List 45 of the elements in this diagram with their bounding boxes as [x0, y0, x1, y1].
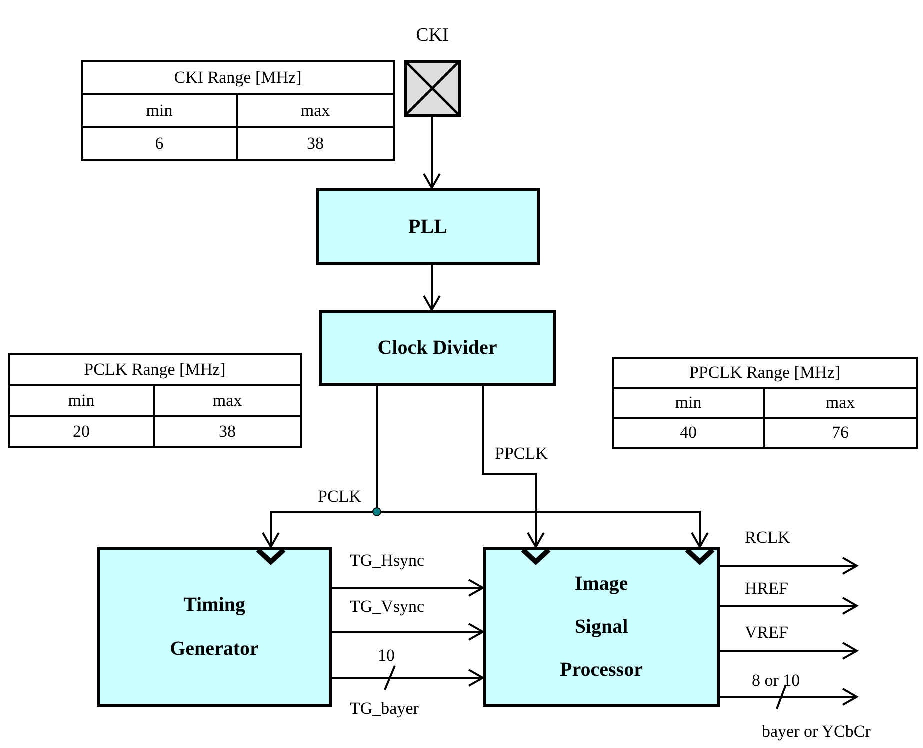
table-header-cell: PCLK Range [MHz]	[10, 355, 300, 386]
process-box	[316, 188, 540, 265]
table-cell-text: max	[824, 392, 856, 414]
edge-label: TG_bayer	[350, 698, 419, 720]
arrow	[423, 117, 441, 189]
arrow	[332, 579, 484, 597]
table-cell-text: 76	[831, 422, 850, 444]
arrow	[482, 386, 545, 548]
table-cell: 20	[10, 417, 155, 446]
edge-label: TG_Hsync	[350, 550, 425, 572]
table-cell-text: 38	[218, 420, 237, 443]
block-title: PLL	[408, 214, 448, 240]
edge-label: VREF	[745, 622, 788, 644]
process-box	[97, 547, 332, 707]
arrow	[423, 265, 441, 311]
bus-width-label: 8 or 10	[752, 670, 800, 692]
table-cell: min	[83, 95, 238, 126]
table-cell: 40	[614, 419, 765, 447]
block-title: Image Signal Processor	[559, 572, 644, 682]
table-header-cell: PPCLK Range [MHz]	[614, 359, 916, 389]
table-cell: min	[10, 386, 155, 415]
bus-width-label: 10	[378, 645, 395, 667]
process-box	[319, 310, 556, 386]
arrow	[720, 597, 858, 615]
pin-label: CKI	[415, 24, 450, 48]
table-header-cell: CKI Range [MHz]	[83, 62, 393, 95]
table-cell-text: max	[300, 100, 332, 122]
table-cell-text: 38	[306, 132, 325, 155]
table-cell: 6	[83, 128, 238, 159]
arrow	[720, 642, 858, 660]
edge-label: bayer or YCbCr	[762, 721, 871, 742]
arrow	[720, 688, 858, 706]
edge-label: PPCLK	[495, 443, 548, 464]
process-box	[483, 547, 720, 707]
edge-label: PCLK	[318, 486, 362, 508]
block-title: Timing Generator	[169, 593, 260, 662]
arrow	[332, 669, 484, 687]
table-cell: min	[614, 389, 765, 417]
edge-label: TG_Vsync	[350, 596, 425, 618]
arrow	[332, 623, 484, 641]
edge-label: HREF	[745, 578, 788, 600]
edge-label: RCLK	[745, 527, 790, 548]
arrow	[720, 557, 858, 575]
block-title: Clock Divider	[378, 336, 498, 361]
table-cell-text: max	[212, 390, 244, 412]
